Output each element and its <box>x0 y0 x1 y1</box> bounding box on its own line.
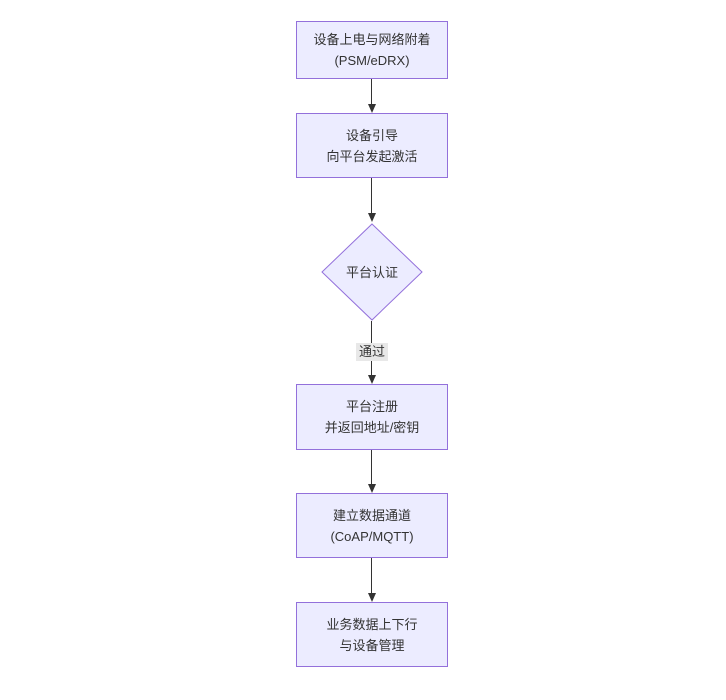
node-business-data-manage: 业务数据上下行 与设备管理 <box>296 602 448 667</box>
node-label-line1: 业务数据上下行 <box>326 616 418 632</box>
diamond-shape <box>321 223 423 321</box>
edge-line <box>371 558 372 594</box>
node-label-line2: (PSM/eDRX) <box>334 53 410 68</box>
arrowhead-down-icon <box>368 213 376 222</box>
edge-line <box>371 178 372 214</box>
node-label-line2: 与设备管理 <box>339 637 405 653</box>
node-platform-register: 平台注册 并返回地址/密钥 <box>296 384 448 450</box>
edge-label-pass: 通过 <box>355 343 389 361</box>
arrowhead-down-icon <box>368 593 376 602</box>
node-label-line1: 设备上电与网络附着 <box>313 32 431 47</box>
decision-platform-auth: 平台认证 <box>321 223 423 321</box>
edge-line <box>371 79 372 105</box>
decision-label: 平台认证 <box>345 264 398 280</box>
node-device-power-attach: 设备上电与网络附着 (PSM/eDRX) <box>296 21 448 79</box>
node-label-line1: 建立数据通道 <box>332 507 411 523</box>
node-label-line1: 平台注册 <box>345 399 398 414</box>
node-label-line2: 向平台发起激活 <box>326 148 418 164</box>
node-label-line2: (CoAP/MQTT) <box>330 528 414 544</box>
connector-5 <box>368 558 376 602</box>
node-data-channel: 建立数据通道 (CoAP/MQTT) <box>296 493 448 558</box>
connector-2 <box>368 178 376 222</box>
edge-line <box>371 450 372 485</box>
node-device-bootstrap: 设备引导 向平台发起激活 <box>296 113 448 178</box>
arrowhead-down-icon <box>368 104 376 113</box>
node-label-line1: 设备引导 <box>345 127 398 143</box>
connector-1 <box>368 79 376 113</box>
connector-4 <box>368 450 376 493</box>
node-label-line2: 并返回地址/密钥 <box>324 420 420 435</box>
arrowhead-down-icon <box>368 484 376 493</box>
arrowhead-down-icon <box>368 375 376 384</box>
